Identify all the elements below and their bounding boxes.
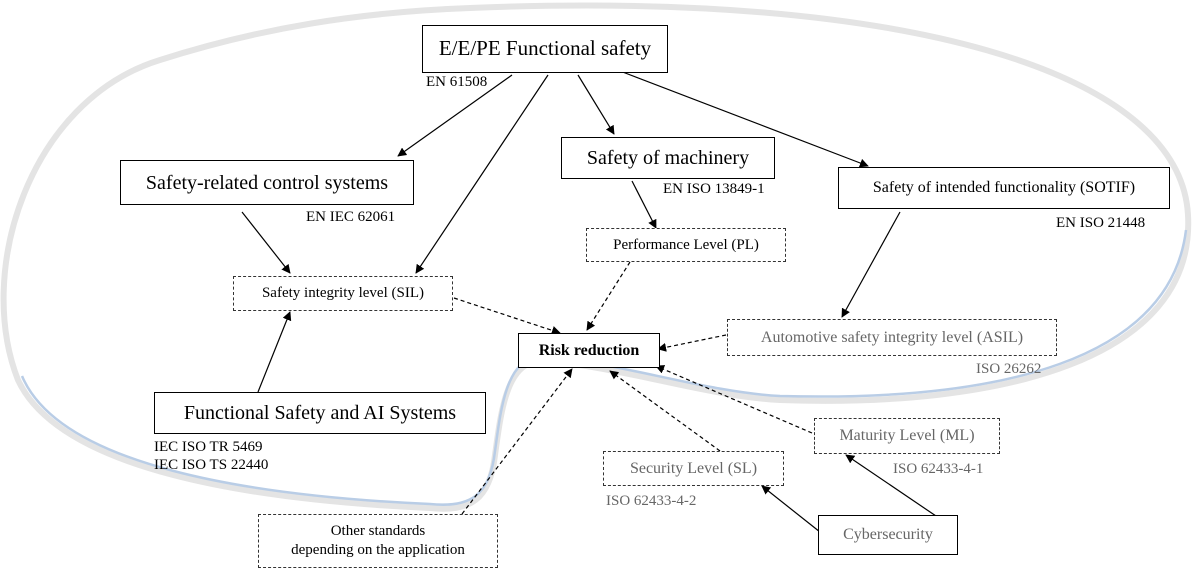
arrow-fsai-to-sil <box>257 311 292 393</box>
arrow-cyber-to-ml <box>845 454 937 517</box>
node-machinery-label: Safety of machinery <box>586 147 750 169</box>
node-safety-related-control-systems: Safety-related control systems <box>120 160 414 205</box>
arrow-srcs-to-sil <box>241 211 291 274</box>
arrow-asil-to-risk <box>657 334 727 352</box>
standard-iec-iso-ts-22440: IEC ISO TS 22440 <box>154 457 269 473</box>
node-ml-label: Maturity Level (ML) <box>839 427 975 445</box>
node-sil-label: Safety integrity level (SIL) <box>261 285 425 302</box>
standard-en-iso-21448: EN ISO 21448 <box>1056 215 1146 231</box>
arrow-cyber-to-sl <box>761 485 821 533</box>
standard-iec-iso-tr-5469: IEC ISO TR 5469 <box>154 439 263 455</box>
node-safety-integrity-level: Safety integrity level (SIL) <box>233 276 453 311</box>
standard-iso-62433-4-2: ISO 62433-4-2 <box>606 493 697 509</box>
standard-en-iec-62061: EN IEC 62061 <box>306 209 396 225</box>
node-srcs-label: Safety-related control systems <box>145 171 389 194</box>
node-ee-pe-label: E/E/PE Functional safety <box>438 36 652 61</box>
node-asil: Automotive safety integrity level (ASIL) <box>727 319 1057 356</box>
standard-en-61508: EN 61508 <box>426 74 488 90</box>
node-ee-pe-functional-safety: E/E/PE Functional safety <box>422 25 668 73</box>
node-risk-reduction: Risk reduction <box>518 333 660 368</box>
node-asil-label: Automotive safety integrity level (ASIL) <box>760 328 1024 346</box>
node-functional-safety-ai: Functional Safety and AI Systems <box>154 392 486 434</box>
arrow-ml-to-risk <box>655 365 813 434</box>
node-fsai-label: Functional Safety and AI Systems <box>183 402 457 424</box>
arrow-machinery-to-pl <box>631 180 657 229</box>
node-other-standards: Other standards depending on the applica… <box>258 514 498 568</box>
arrow-eepe-to-srcs <box>397 74 513 157</box>
standard-iso-62433-4-1: ISO 62433-4-1 <box>893 461 984 477</box>
arrow-eepe-to-machinery <box>577 74 615 135</box>
arrow-sotif-to-asil <box>841 211 901 318</box>
node-cybersecurity: Cybersecurity <box>818 515 958 555</box>
node-performance-level: Performance Level (PL) <box>586 228 786 262</box>
node-sl-label: Security Level (SL) <box>629 459 758 477</box>
node-other-line2: depending on the application <box>291 542 465 558</box>
arrow-sl-to-risk <box>609 370 721 452</box>
node-cyber-label: Cybersecurity <box>843 526 933 544</box>
arrow-sil-to-risk <box>453 297 561 335</box>
standard-iso-26262: ISO 26262 <box>976 361 1042 377</box>
node-maturity-level: Maturity Level (ML) <box>814 418 1000 454</box>
standard-en-iso-13849-1: EN ISO 13849-1 <box>663 181 765 197</box>
node-safety-of-machinery: Safety of machinery <box>561 137 775 179</box>
node-security-level: Security Level (SL) <box>603 451 784 486</box>
arrow-pl-to-risk <box>586 261 631 331</box>
arrow-eepe-to-sotif <box>619 70 869 168</box>
arrow-other-to-risk <box>461 368 573 515</box>
node-risk-label: Risk reduction <box>538 341 640 359</box>
node-sotif: Safety of intended functionality (SOTIF) <box>838 167 1170 209</box>
node-sotif-label: Safety of intended functionality (SOTIF) <box>872 179 1136 197</box>
arrow-eepe-to-sil <box>415 74 549 274</box>
node-pl-label: Performance Level (PL) <box>613 236 759 253</box>
node-other-line1: Other standards <box>330 522 426 539</box>
